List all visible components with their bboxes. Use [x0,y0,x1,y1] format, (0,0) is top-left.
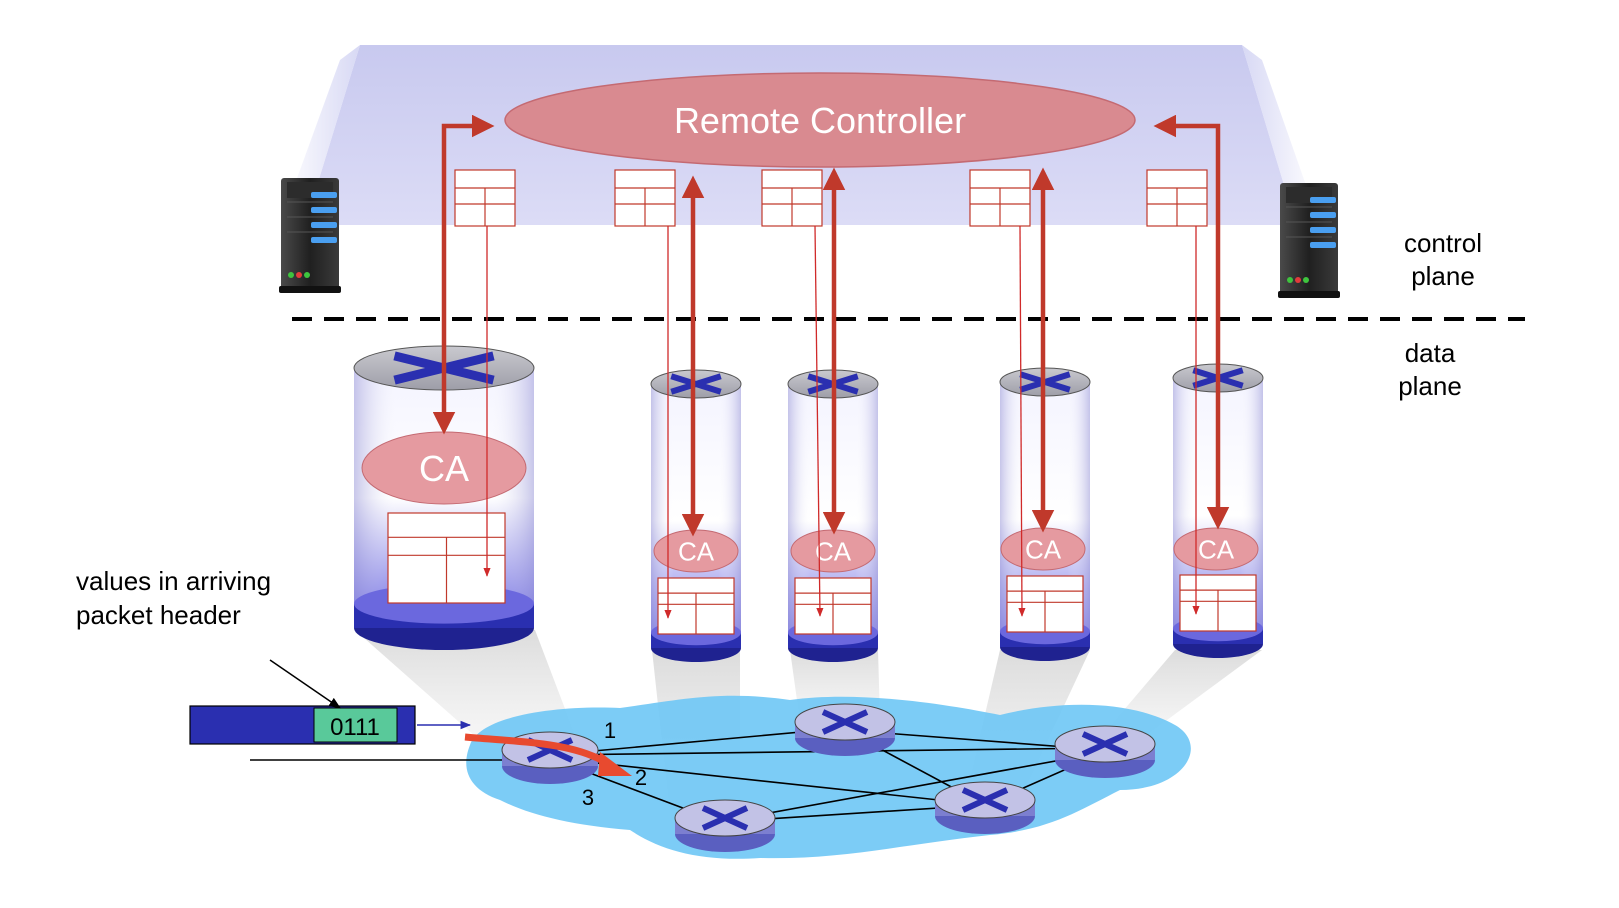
flow-table-icon [761,169,823,227]
flow-table-icon [794,577,872,635]
arriving-packet: 0111 [189,705,472,745]
port-label-2: 2 [635,765,647,790]
control-plane-label-2: plane [1411,261,1475,291]
flow-table-icon [1179,574,1257,632]
switch-x-icon [1054,725,1156,778]
forwarding-arrow-head [598,752,632,776]
control-agent-label: CA [1198,534,1235,564]
flow-table-icon [387,512,506,604]
flow-table-icon [454,169,516,227]
control-agent-label: CA [419,448,469,489]
switch-x-icon [794,703,896,756]
control-agent-label: CA [1025,534,1062,564]
data-plane-switches: CA CA CA CA CA [353,345,1264,662]
port-label-1: 1 [604,718,616,743]
flow-table-icon [1006,575,1084,633]
packet-header-value: 0111 [330,714,380,741]
control-arrow [1153,114,1230,530]
switch-x-icon [934,781,1036,834]
control-plane-label-1: control [1404,228,1482,258]
remote-controller: Remote Controller [504,72,1136,168]
switch-cylinder: CA [650,369,742,662]
control-agent-label: CA [678,536,715,566]
control-channels [432,114,1230,537]
port-label-3: 3 [582,785,594,810]
controller-label: Remote Controller [674,100,966,141]
server-icon [1278,183,1340,298]
flow-table-icon [969,169,1031,227]
data-plane-label-1: data [1405,338,1456,368]
flow-table-icon [614,169,676,227]
flow-table-icon [1146,169,1208,227]
switch-x-icon [674,799,776,852]
server-icon [279,178,341,293]
forwarding-arrow [464,733,612,768]
annotation-line-1: values in arriving [76,566,271,596]
control-agent-label: CA [815,536,852,566]
table-install-arrows [483,225,1200,619]
control-arrow [432,114,495,435]
annotation-pointer [269,659,341,709]
flow-table-icon [657,577,735,635]
data-plane-label-2: plane [1398,371,1462,401]
annotation-line-2: packet header [76,600,241,630]
